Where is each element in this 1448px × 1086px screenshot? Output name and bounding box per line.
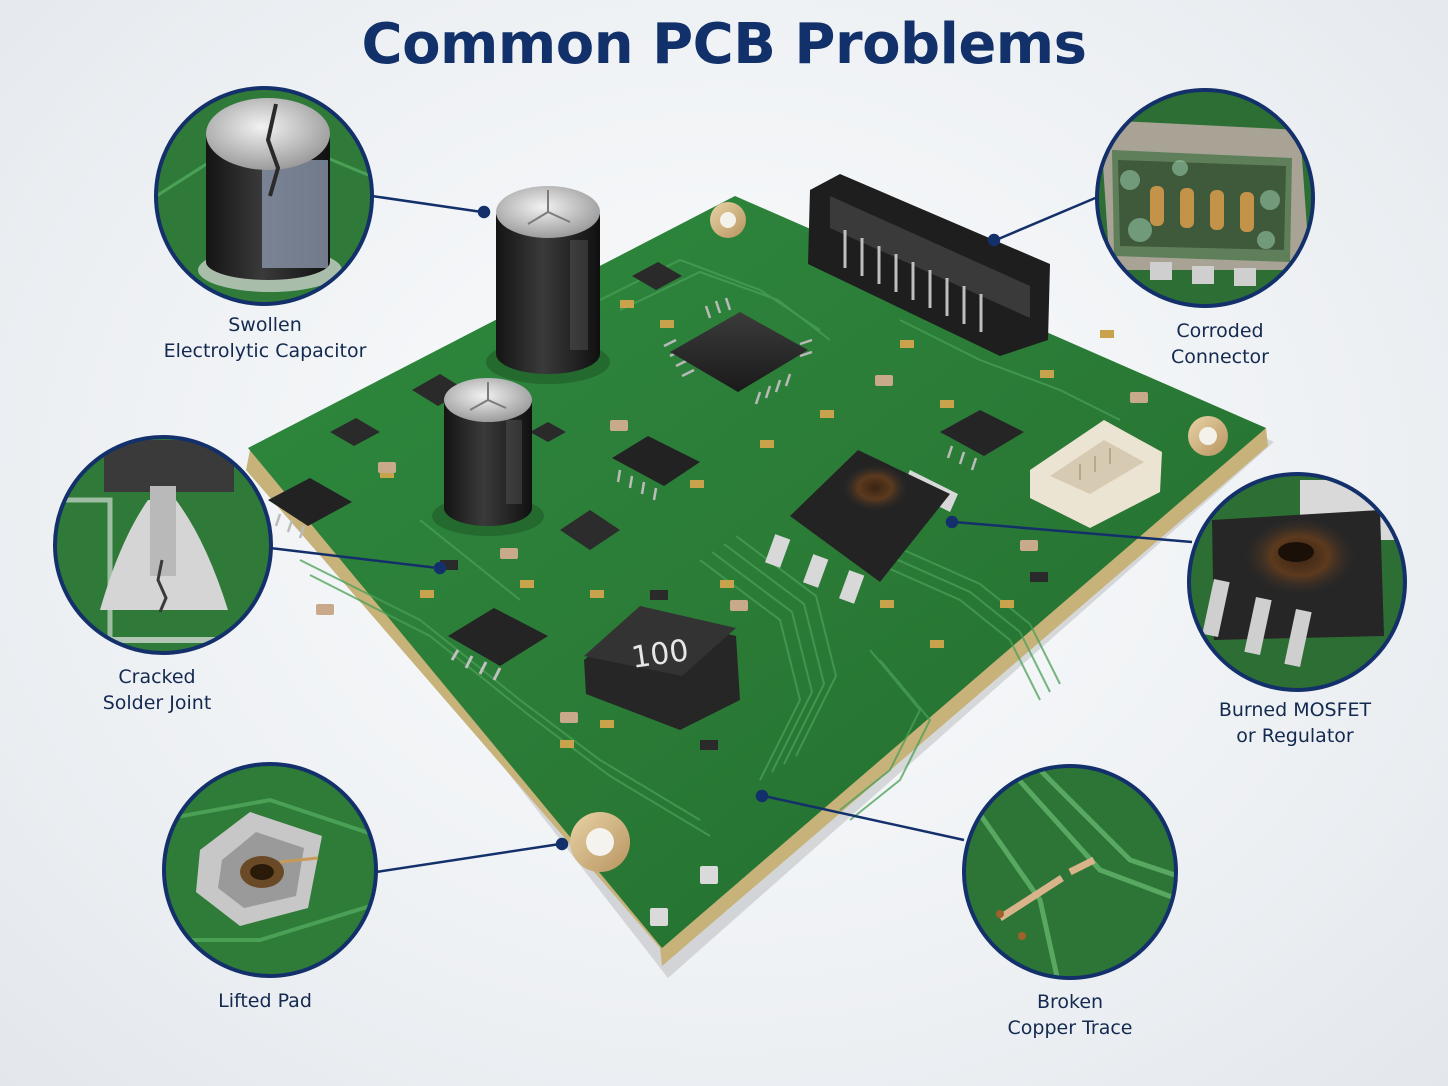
label-line: Copper Trace xyxy=(1007,1017,1133,1039)
callout-lifted-pad-magnifier xyxy=(162,762,378,978)
callout-leaders xyxy=(269,194,1193,874)
callout-cracked-solder-joint-magnifier xyxy=(53,435,273,655)
label-line: Connector xyxy=(1171,346,1269,368)
electrolytic-capacitors xyxy=(432,186,610,536)
mounting-holes xyxy=(570,202,1228,872)
power-inductor: 100 xyxy=(584,606,740,730)
label-line: Swollen xyxy=(228,314,302,336)
burned-mosfet-component xyxy=(765,450,958,604)
label-broken-trace: Broken Copper Trace xyxy=(970,989,1170,1041)
label-line: Cracked xyxy=(118,666,196,688)
label-burned-mosfet: Burned MOSFET or Regulator xyxy=(1190,697,1400,749)
label-line: Corroded xyxy=(1176,320,1264,342)
inductor-marking: 100 xyxy=(629,633,691,676)
jst-header xyxy=(1030,420,1162,528)
label-line: or Regulator xyxy=(1236,725,1354,747)
label-line: Electrolytic Capacitor xyxy=(163,340,367,362)
soic-chips xyxy=(268,262,1024,681)
label-swollen-capacitor: Swollen Electrolytic Capacitor xyxy=(140,312,390,364)
qfp-ic xyxy=(663,297,813,405)
callout-burned-mosfet-magnifier xyxy=(1187,472,1407,692)
label-line: Burned MOSFET xyxy=(1218,699,1372,721)
page-title: Common PCB Problems xyxy=(361,12,1087,77)
label-line: Solder Joint xyxy=(102,692,212,714)
callout-swollen-capacitor-magnifier xyxy=(154,86,374,306)
label-cracked-solder-joint: Cracked Solder Joint xyxy=(57,664,257,716)
label-corroded-connector: Corroded Connector xyxy=(1120,318,1320,370)
label-lifted-pad: Lifted Pad xyxy=(165,988,365,1014)
label-line: Broken xyxy=(1036,991,1104,1013)
callout-corroded-connector-magnifier xyxy=(1095,88,1315,308)
label-line: Lifted Pad xyxy=(218,990,312,1012)
callout-broken-trace-magnifier xyxy=(962,764,1178,980)
smd-parts xyxy=(316,300,1148,926)
ribbon-connector xyxy=(808,174,1050,356)
